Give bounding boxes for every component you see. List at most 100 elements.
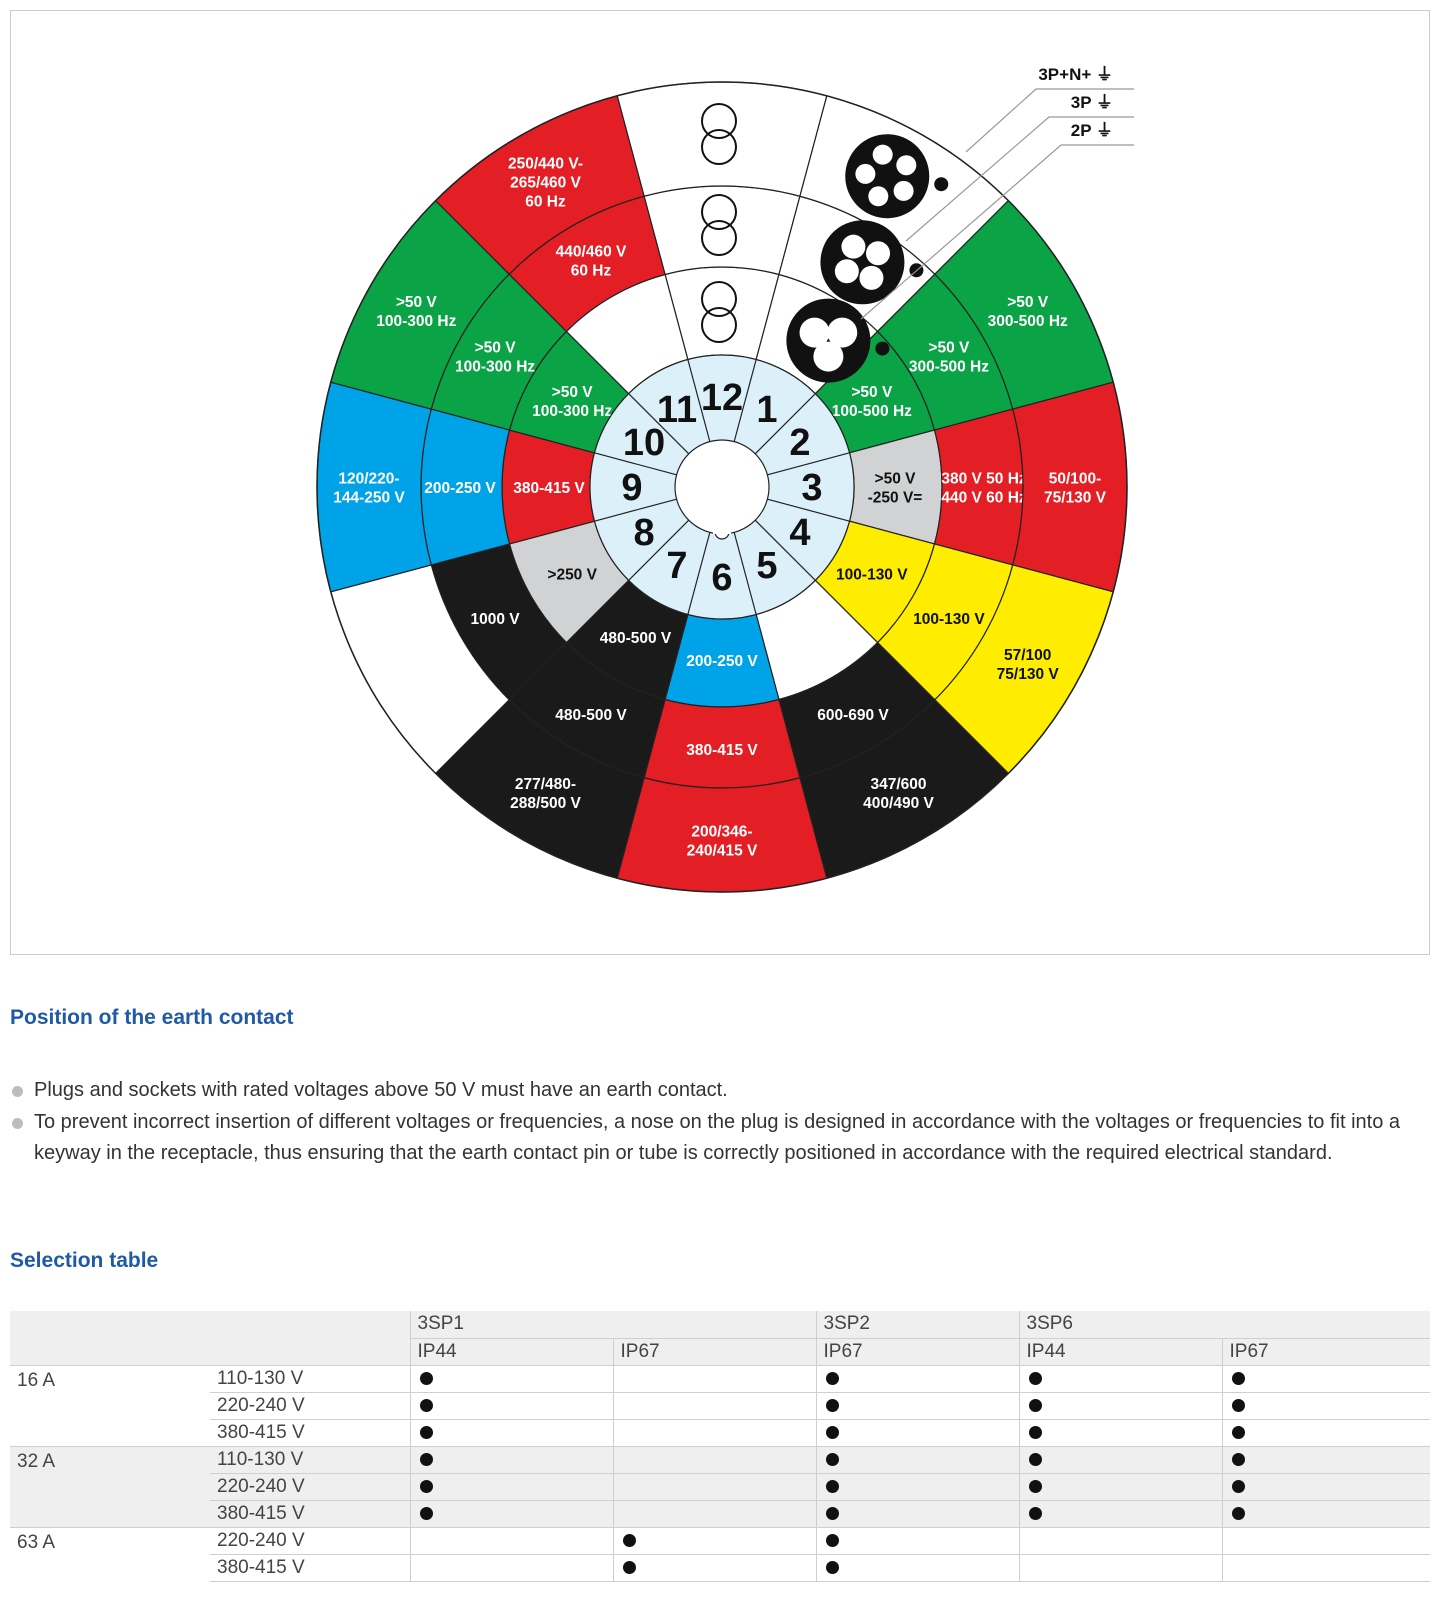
segment-label: >50 V (851, 384, 893, 401)
bullet-dot-icon (12, 1086, 23, 1097)
voltage-cell: 220-240 V (210, 1527, 410, 1555)
position-number-3: 3 (801, 467, 822, 509)
segment-label: 288/500 V (510, 795, 581, 812)
available-dot-icon (1231, 1371, 1245, 1385)
available-dot-icon (1231, 1479, 1245, 1493)
earth-config-label: 2P ⏚ (1071, 121, 1113, 140)
availability-cell (409, 1554, 613, 1582)
position-number-11: 11 (657, 389, 697, 431)
segment-label: 347/600 (870, 776, 926, 793)
segment-label: 100-130 V (913, 611, 985, 628)
segment-label: 120/220- (338, 471, 399, 488)
available-dot-icon (622, 1560, 636, 1574)
availability-cell (1018, 1554, 1222, 1582)
available-dot-icon (1028, 1506, 1042, 1520)
table-row: 16 A 110-130 V (10, 1365, 1430, 1393)
position-number-5: 5 (756, 545, 777, 587)
availability-cell (815, 1554, 1019, 1582)
hub-divider (754, 393, 816, 455)
transformer-icon (701, 194, 737, 256)
segment-label: 400/490 V (863, 795, 934, 812)
segment-label: 200-250 V (424, 480, 496, 497)
segment-label: 480-500 V (600, 630, 672, 647)
table-row: 380-415 V (10, 1500, 1430, 1528)
available-dot-icon (1028, 1452, 1042, 1466)
table-row: 380-415 V (10, 1554, 1430, 1582)
current-rating-cell (10, 1500, 210, 1528)
availability-cell (612, 1527, 816, 1555)
available-dot-icon (825, 1398, 839, 1412)
group-header-3sp1: 3SP1 (409, 1311, 816, 1339)
available-dot-icon (1231, 1425, 1245, 1439)
voltage-cell: 110-130 V (210, 1365, 410, 1393)
availability-cell (612, 1500, 816, 1528)
hub-divider (687, 359, 711, 442)
current-rating-cell: 16 A (17, 1369, 56, 1391)
hub-divider (628, 393, 690, 455)
segment-label: 300-500 Hz (909, 359, 989, 376)
segment-label: 200/346- (691, 824, 752, 841)
earth-contact-bullets: Plugs and sockets with rated voltages ab… (10, 1075, 1410, 1170)
availability-cell (1221, 1392, 1430, 1420)
position-number-9: 9 (621, 467, 642, 509)
availability-cell (612, 1392, 816, 1420)
hub-divider (754, 519, 816, 581)
available-dot-icon (1028, 1371, 1042, 1385)
availability-cell (612, 1554, 816, 1582)
segment-label: 1000 V (471, 611, 521, 628)
segment-label: 75/130 V (997, 666, 1060, 683)
voltage-cell: 220-240 V (210, 1473, 410, 1501)
position-number-8: 8 (633, 512, 654, 554)
hub-divider (767, 452, 850, 476)
bullet-item: To prevent incorrect insertion of differ… (10, 1107, 1410, 1170)
socket-face-icon (820, 220, 924, 305)
position-number-6: 6 (711, 557, 732, 599)
segment-label: >250 V (547, 567, 597, 584)
availability-cell (612, 1446, 816, 1474)
available-dot-icon (1028, 1425, 1042, 1439)
segment-label: 100-300 Hz (376, 313, 456, 330)
segment-label: 265/460 V (510, 174, 581, 191)
segment-label: 600-690 V (817, 707, 889, 724)
current-rating-cell (10, 1554, 210, 1581)
segment-label: >50 V (552, 384, 594, 401)
current-rating-cell (10, 1392, 210, 1419)
segment-label: 60 Hz (571, 263, 612, 280)
availability-cell (612, 1473, 816, 1501)
segment-label: 75/130 V (1044, 490, 1107, 507)
segment-label: 100-500 Hz (832, 403, 912, 420)
hub-divider (733, 532, 757, 615)
key-notch-mask (713, 522, 731, 534)
available-dot-icon (825, 1479, 839, 1493)
segment-label: 60 Hz (525, 193, 566, 210)
bullet-item: Plugs and sockets with rated voltages ab… (10, 1075, 1410, 1107)
availability-cell (1018, 1500, 1222, 1528)
availability-cell (1221, 1365, 1430, 1393)
earth-contact-heading: Position of the earth contact (10, 1006, 294, 1029)
group-header-3sp2: 3SP2 (815, 1311, 1019, 1339)
available-dot-icon (419, 1398, 433, 1412)
segment-s12-r2 (643, 185, 801, 276)
available-dot-icon (825, 1452, 839, 1466)
availability-cell (1221, 1473, 1430, 1501)
segment-label: >50 V (1007, 294, 1049, 311)
column-header: IP67 (815, 1338, 1019, 1366)
available-dot-icon (1231, 1398, 1245, 1412)
table-row: 380-415 V (10, 1419, 1430, 1447)
availability-cell (815, 1500, 1019, 1528)
hub-divider (687, 532, 711, 615)
segment-label: 440/460 V (556, 244, 627, 261)
hub-divider (767, 498, 850, 522)
column-header: IP44 (1018, 1338, 1222, 1366)
transformer-icon (701, 103, 737, 165)
available-dot-icon (825, 1371, 839, 1385)
position-number-4: 4 (789, 512, 810, 554)
availability-cell (1221, 1554, 1430, 1582)
segment-label: 144-250 V (333, 490, 405, 507)
availability-cell (612, 1365, 816, 1393)
